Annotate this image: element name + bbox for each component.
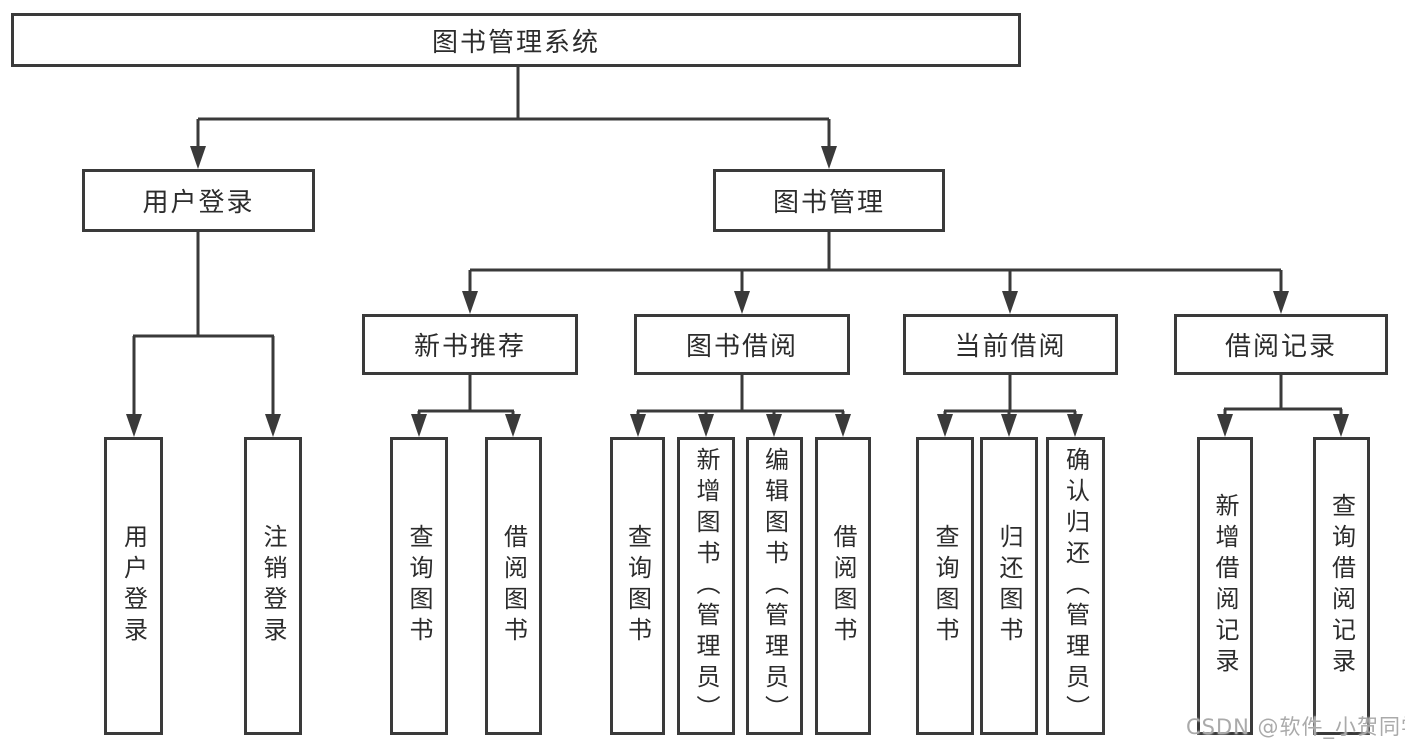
node-current-borrow: 当前借阅 — [903, 314, 1118, 375]
connector-book-borrow-children — [630, 375, 851, 437]
node-borrow-records: 借阅记录 — [1174, 314, 1388, 375]
leaf-borrow-books-recommend-label: 借阅图书 — [499, 524, 528, 648]
node-library-system: 图书管理系统 — [11, 13, 1021, 67]
leaf-query-books-current: 查询图书 — [916, 437, 974, 735]
leaf-user-login: 用户登录 — [104, 437, 163, 735]
leaf-user-login-label: 用户登录 — [119, 524, 148, 648]
leaf-borrow-books: 借阅图书 — [815, 437, 871, 735]
connector-root-to-level2 — [190, 65, 837, 169]
leaf-add-borrow-record-label: 新增借阅记录 — [1211, 493, 1239, 679]
leaf-query-borrow-record: 查询借阅记录 — [1313, 437, 1370, 735]
csdn-watermark: CSDN @软件_小贺同学 — [1186, 715, 1405, 739]
leaf-confirm-return-admin: 确认归还（管理员） — [1046, 437, 1105, 735]
leaf-query-books-current-label: 查询图书 — [931, 524, 959, 648]
leaf-confirm-return-admin-label: 确认归还（管理员） — [1061, 446, 1090, 726]
leaf-edit-books-admin: 编辑图书（管理员） — [746, 437, 803, 735]
leaf-query-books-recommend: 查询图书 — [390, 437, 448, 735]
leaf-return-books-label: 归还图书 — [995, 524, 1023, 648]
connector-new-book-recommend-children — [411, 375, 521, 437]
leaf-logout: 注销登录 — [244, 437, 302, 735]
connector-borrow-records-children — [1217, 375, 1349, 437]
leaf-query-books-borrow-label: 查询图书 — [623, 524, 652, 648]
leaf-borrow-books-recommend: 借阅图书 — [485, 437, 542, 735]
connector-book-mgmt-to-level3 — [462, 232, 1289, 314]
node-new-book-recommend: 新书推荐 — [362, 314, 578, 375]
node-book-borrow: 图书借阅 — [634, 314, 850, 375]
leaf-borrow-books-label: 借阅图书 — [829, 524, 857, 648]
leaf-add-borrow-record: 新增借阅记录 — [1197, 437, 1253, 735]
node-user-login: 用户登录 — [82, 169, 315, 232]
leaf-add-books-admin-label: 新增图书（管理员） — [692, 446, 720, 726]
connector-user-login-children — [126, 232, 281, 437]
leaf-add-books-admin: 新增图书（管理员） — [677, 437, 735, 735]
leaf-query-books-borrow: 查询图书 — [610, 437, 665, 735]
connector-current-borrow-children — [937, 375, 1083, 437]
leaf-logout-label: 注销登录 — [259, 524, 287, 648]
leaf-return-books: 归还图书 — [980, 437, 1038, 735]
leaf-query-books-recommend-label: 查询图书 — [405, 524, 433, 648]
leaf-query-borrow-record-label: 查询借阅记录 — [1327, 493, 1356, 679]
node-book-management: 图书管理 — [713, 169, 945, 232]
leaf-edit-books-admin-label: 编辑图书（管理员） — [760, 446, 789, 726]
